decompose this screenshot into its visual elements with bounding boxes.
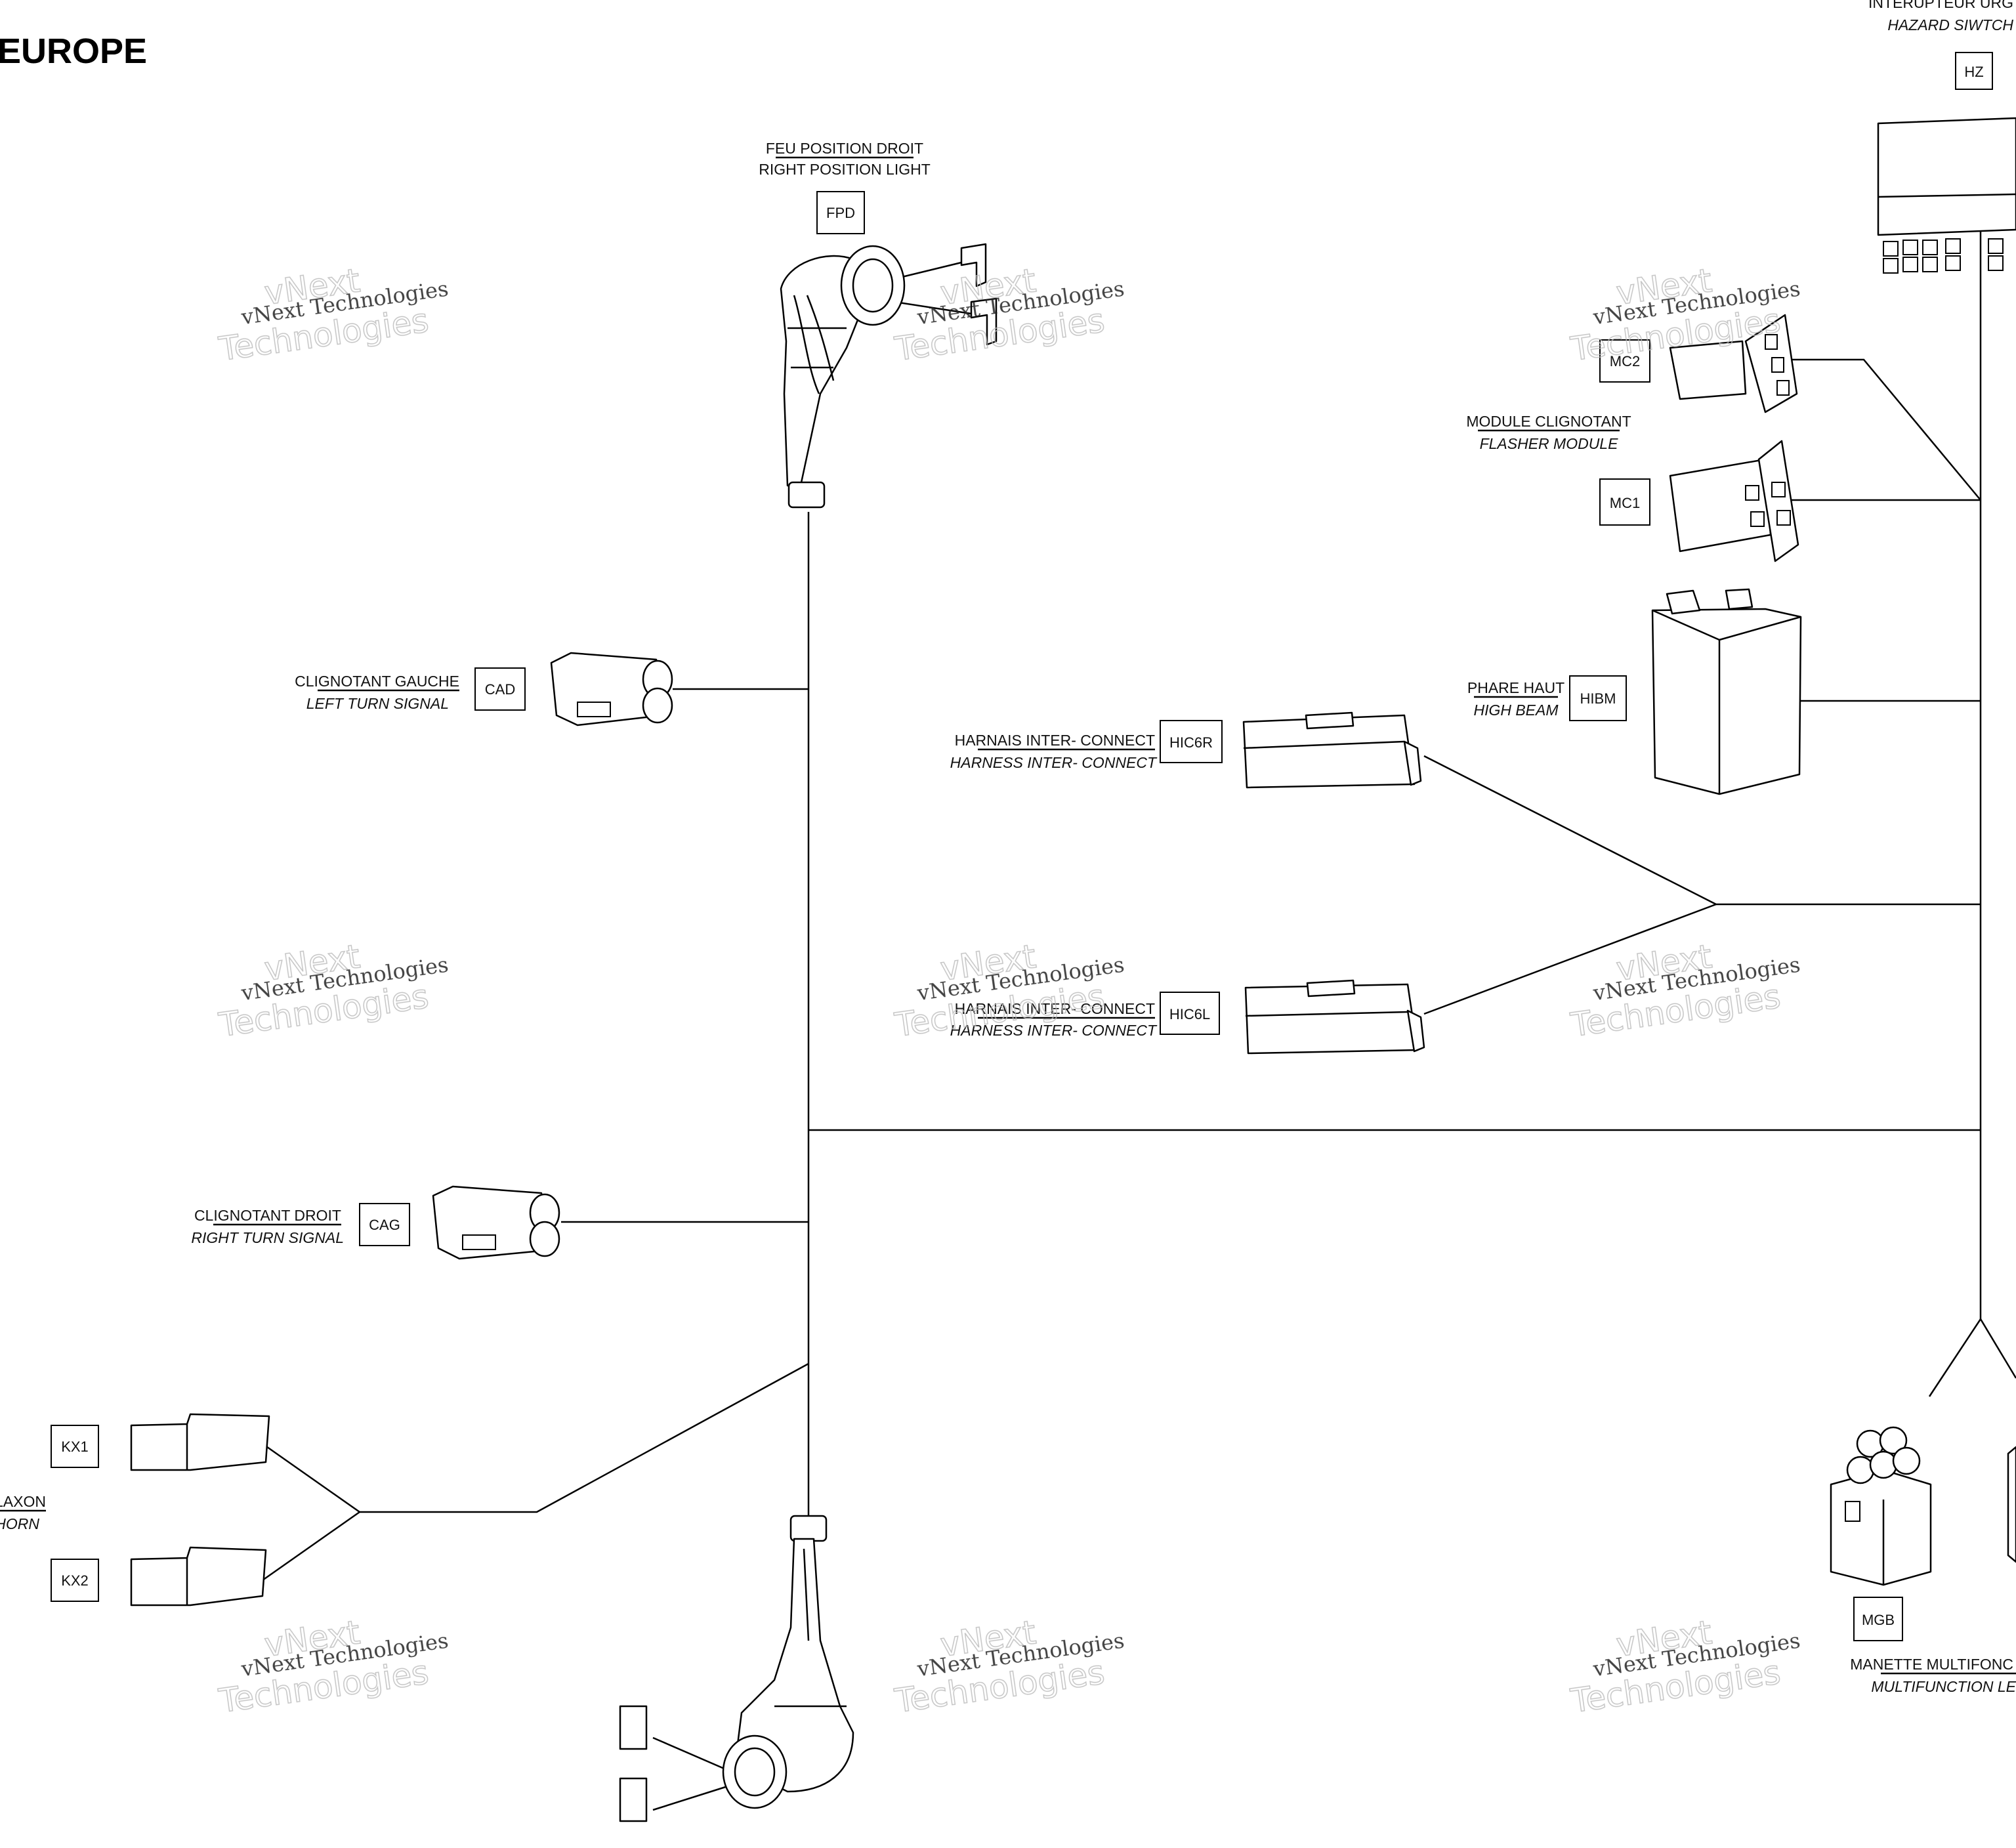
horn-label-fr: KLAXON [0, 1493, 46, 1510]
mgb-label-fr: MANETTE MULTIFONC [1850, 1656, 2013, 1673]
position-light-socket-icon [780, 243, 998, 509]
left-turn-signal: CLIGNOTANT GAUCHE LEFT TURN SIGNAL CAD [295, 652, 673, 726]
mc1-label-fr: MODULE CLIGNOTANT [1466, 413, 1631, 430]
hz-label-fr: INTERUPTEUR URG [1868, 0, 2013, 11]
mc2-connector-icon [1669, 314, 1798, 413]
mc2-code-box [1599, 339, 1650, 383]
watermark-layer: vNext vNext Technologies Technologies vN… [216, 261, 1802, 1721]
wire-mc2 [1785, 358, 1981, 501]
wire-kx2 [262, 1511, 360, 1582]
wire-rear-1 [652, 1736, 732, 1773]
cag-label-fr: CLIGNOTANT DROIT [194, 1207, 341, 1224]
hazard-switch-connector-icon [1877, 117, 2016, 274]
hic6r-code-box [1160, 720, 1223, 763]
mgb-label-en: MULTIFUNCTION LE [1871, 1678, 2016, 1695]
horn-terminal-icon [130, 1546, 267, 1606]
page-title: EUROPE [0, 32, 147, 71]
mc2-code: MC2 [1610, 353, 1640, 369]
wire-harness [262, 164, 2016, 1811]
mc1-code: MC1 [1610, 495, 1640, 511]
horn-label-en: HORN [0, 1515, 39, 1532]
high-beam: PHARE HAUT HIGH BEAM HIBM [1467, 588, 1802, 795]
hibm-code: HIBM [1580, 690, 1616, 707]
multifunction-lever: MGB MANETTE MULTIFONC MULTIFUNCTION LE [1830, 1426, 2016, 1695]
hz-code-box [1955, 52, 1993, 90]
cag-code: CAG [369, 1217, 400, 1233]
mc1-connector-icon [1669, 440, 1799, 562]
wire-kx1 [262, 1442, 360, 1513]
cad-code: CAD [485, 681, 515, 698]
hic6r-label-fr: HARNAIS INTER- CONNECT [955, 732, 1155, 749]
hz-code: HZ [1964, 64, 1983, 80]
right-turn-signal: CLIGNOTANT DROIT RIGHT TURN SIGNAL CAG [191, 1185, 560, 1260]
hic6l-label-fr: HARNAIS INTER- CONNECT [955, 1000, 1155, 1017]
flasher-connector-mc2: MC2 [1599, 314, 1798, 413]
cag-label-en: RIGHT TURN SIGNAL [191, 1229, 344, 1246]
hic6l-label-en: HARNESS INTER- CONNECT [950, 1022, 1158, 1039]
mgb-connector-icon [1830, 1426, 1932, 1586]
hic6l-code-box [1160, 992, 1220, 1035]
wire-rear-2 [652, 1784, 732, 1811]
mgb-code-box [1853, 1597, 1903, 1641]
hibm-code-box [1569, 675, 1627, 721]
horn: KLAXON HORN KX1 KX2 [0, 1413, 270, 1606]
hazard-switch: INTERUPTEUR URG HAZARD SIWTCH HZ [1868, 0, 2016, 274]
cad-label-en: LEFT TURN SIGNAL [306, 695, 449, 712]
kx2-code: KX2 [61, 1572, 89, 1589]
mgb-code: MGB [1862, 1612, 1895, 1628]
fpd-code: FPD [826, 205, 855, 221]
turn-signal-connector-icon [432, 1185, 560, 1260]
wire-hic6l [1423, 903, 1717, 1015]
cag-code-box [359, 1203, 410, 1246]
wire-horn [360, 1362, 809, 1513]
rear-position-light [619, 1515, 854, 1822]
hz-label-en: HAZARD SIWTCH [1887, 16, 2013, 33]
wire-mgb [1928, 1317, 2016, 1397]
mc1-label-en: FLASHER MODULE [1480, 435, 1619, 452]
position-light-socket-icon [619, 1515, 854, 1822]
turn-signal-connector-icon [550, 652, 673, 726]
kx2-code-box [51, 1559, 99, 1602]
fpd-code-box [816, 191, 865, 234]
hic6l-code: HIC6L [1169, 1006, 1210, 1022]
kx1-code: KX1 [61, 1438, 89, 1455]
hic6r-label-en: HARNESS INTER- CONNECT [950, 754, 1158, 771]
mc1-code-box [1599, 478, 1650, 526]
cad-label-fr: CLIGNOTANT GAUCHE [295, 673, 459, 690]
horn-terminal-icon [130, 1413, 270, 1471]
hibm-label-fr: PHARE HAUT [1467, 679, 1564, 696]
cad-code-box [474, 667, 526, 711]
right-position-light: FEU POSITION DROIT RIGHT POSITION LIGHT … [759, 140, 998, 509]
harness-interconnect-r: HARNAIS INTER- CONNECT HARNESS INTER- CO… [950, 711, 1422, 789]
fpd-label-fr: FEU POSITION DROIT [766, 140, 923, 157]
fpd-label-en: RIGHT POSITION LIGHT [759, 161, 931, 178]
hic6l-connector-icon [1244, 979, 1425, 1055]
hic6r-connector-icon [1242, 711, 1422, 789]
high-beam-relay-icon [1651, 588, 1802, 795]
hibm-label-en: HIGH BEAM [1473, 702, 1559, 719]
hic6r-code: HIC6R [1169, 734, 1213, 751]
kx1-code-box [51, 1425, 99, 1468]
flasher-module: MODULE CLIGNOTANT FLASHER MODULE MC1 [1466, 413, 1799, 562]
harness-interconnect-l: HARNAIS INTER- CONNECT HARNESS INTER- CO… [950, 979, 1425, 1055]
